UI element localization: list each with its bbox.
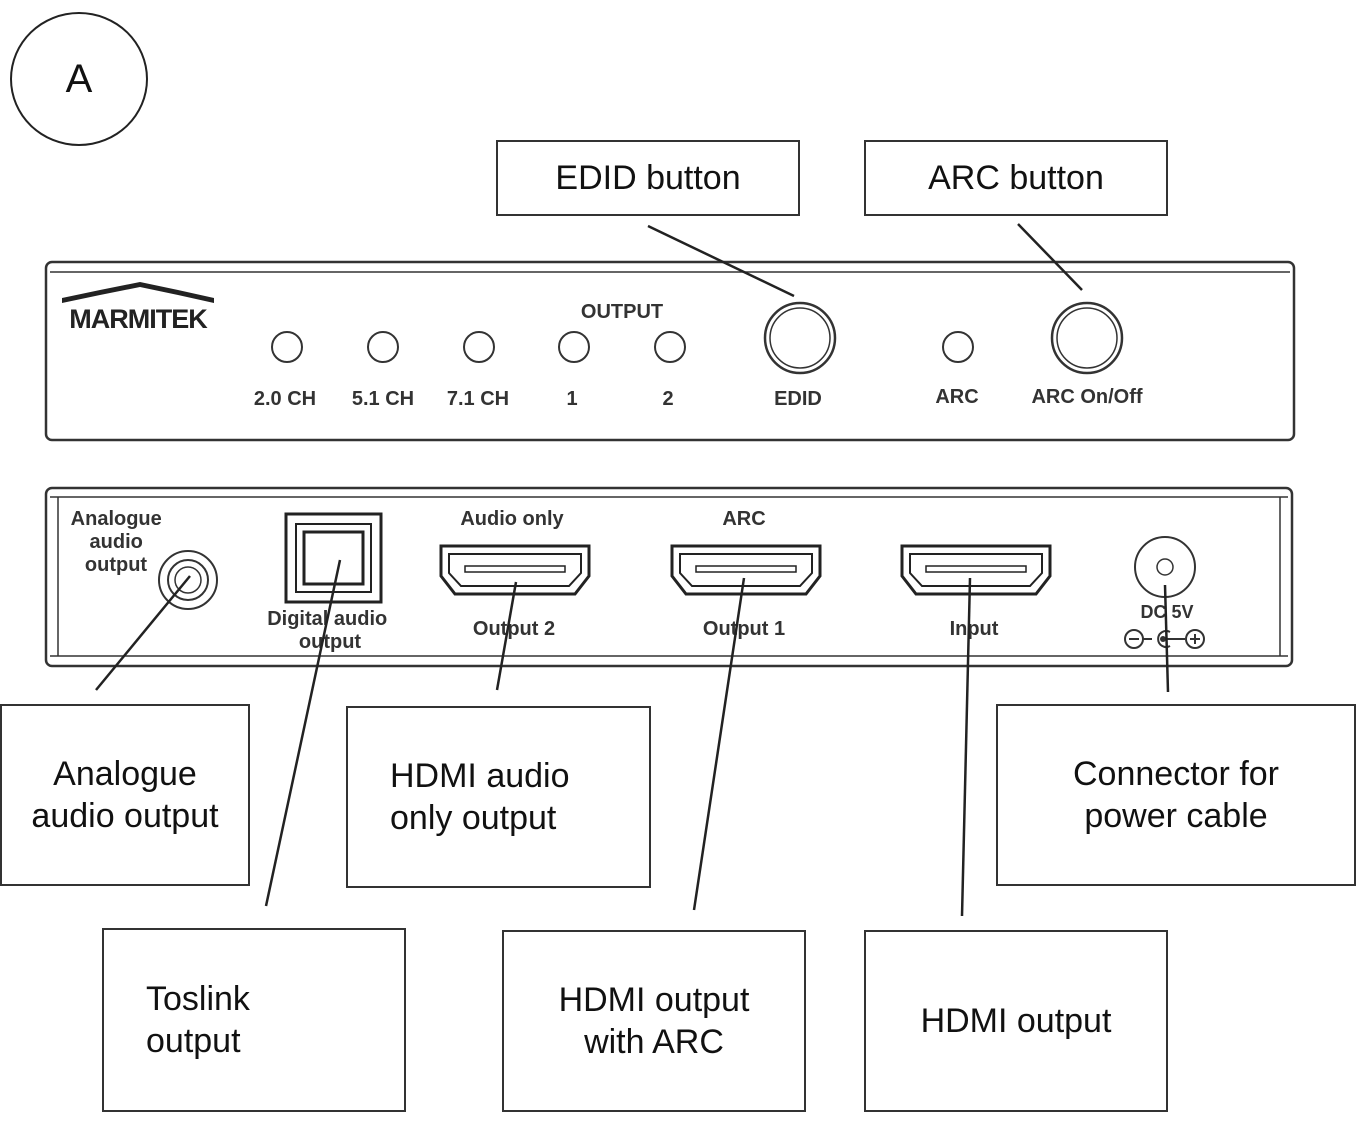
leader-power bbox=[1163, 584, 1170, 693]
indicator-label: 1 bbox=[566, 388, 577, 410]
leader-edid bbox=[647, 224, 795, 298]
leader-arc-output bbox=[692, 577, 746, 911]
leader-input bbox=[960, 577, 972, 917]
leader-analogue bbox=[95, 575, 191, 691]
hdmi-port-output-2 bbox=[439, 544, 591, 596]
callout-hdmi-output: HDMI output bbox=[864, 930, 1168, 1112]
leader-toslink bbox=[264, 559, 342, 907]
callout-text: HDMI output bbox=[920, 1002, 1112, 1040]
callout-hdmi-arc: HDMI output with ARC bbox=[502, 930, 806, 1112]
output2-label: Output 2 bbox=[473, 618, 555, 640]
output1-heading: ARC bbox=[722, 508, 765, 530]
front-panel: MARMITEK OUTPUT 2.0 CH 5.1 CH 7.1 CH 1 2… bbox=[44, 260, 1296, 442]
marmitek-logo: MARMITEK bbox=[62, 282, 214, 334]
led-output-1 bbox=[558, 331, 590, 363]
leader-audio-only bbox=[495, 581, 518, 691]
output2-heading: Audio only bbox=[460, 508, 564, 530]
callout-edid-button: EDID button bbox=[496, 140, 800, 216]
leader-lines bbox=[95, 223, 1170, 917]
led-arc bbox=[942, 331, 974, 363]
arc-onoff-button[interactable] bbox=[1050, 301, 1124, 375]
logo-text: MARMITEK bbox=[69, 304, 208, 334]
callout-power-connector: Connector for power cable bbox=[996, 704, 1356, 886]
callout-text: Toslink output bbox=[146, 980, 250, 1060]
arc-indicator-label: ARC bbox=[935, 386, 978, 408]
analogue-panel-label: Analogue audio output bbox=[71, 508, 168, 576]
indicator-label: 2.0 CH bbox=[254, 388, 316, 410]
callout-text: EDID button bbox=[555, 159, 741, 197]
dc-power-jack bbox=[1134, 536, 1196, 598]
callout-text: ARC button bbox=[928, 159, 1104, 197]
led-51ch bbox=[367, 331, 399, 363]
leader-arc bbox=[1017, 223, 1083, 291]
toslink-port bbox=[284, 512, 383, 604]
led-71ch bbox=[463, 331, 495, 363]
hdmi-port-input bbox=[900, 544, 1052, 596]
callout-text: Analogue audio output bbox=[31, 755, 219, 835]
input-label: Input bbox=[950, 618, 999, 640]
edid-button[interactable] bbox=[763, 301, 837, 375]
callout-arc-button: ARC button bbox=[864, 140, 1168, 216]
indicator-label: 7.1 CH bbox=[447, 388, 509, 410]
indicator-label: 5.1 CH bbox=[352, 388, 414, 410]
callout-text: Connector for power cable bbox=[1073, 755, 1279, 835]
led-output-2 bbox=[654, 331, 686, 363]
rear-panel: Analogue audio output Digital audio outp… bbox=[44, 486, 1294, 668]
callout-text: HDMI output with ARC bbox=[558, 981, 750, 1061]
callout-hdmi-audio-only: HDMI audio only output bbox=[346, 706, 651, 888]
callout-text: HDMI audio only output bbox=[390, 757, 570, 837]
callout-toslink: Toslink output bbox=[102, 928, 406, 1112]
edid-label: EDID bbox=[774, 388, 822, 410]
output-heading: OUTPUT bbox=[581, 301, 663, 323]
indicator-label: 2 bbox=[662, 388, 673, 410]
figure-label: A bbox=[10, 12, 148, 146]
callout-analogue-audio: Analogue audio output bbox=[0, 704, 250, 886]
arc-button-label: ARC On/Off bbox=[1031, 386, 1142, 408]
output1-label: Output 1 bbox=[703, 618, 785, 640]
led-2ch bbox=[271, 331, 303, 363]
hdmi-port-output-1 bbox=[670, 544, 822, 596]
